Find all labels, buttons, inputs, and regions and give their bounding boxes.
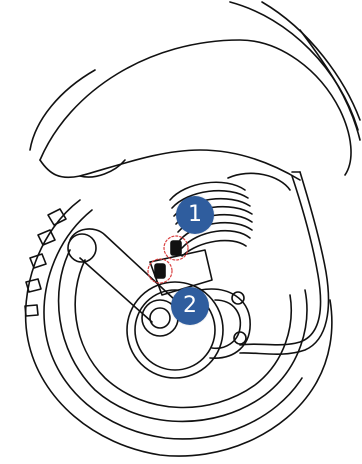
callout-marker-1: 1 xyxy=(176,196,214,234)
brake-cable xyxy=(240,172,328,354)
highlight-rings xyxy=(148,236,188,283)
front-fender-icon xyxy=(30,2,360,180)
callout-marker-2: 2 xyxy=(171,287,209,325)
